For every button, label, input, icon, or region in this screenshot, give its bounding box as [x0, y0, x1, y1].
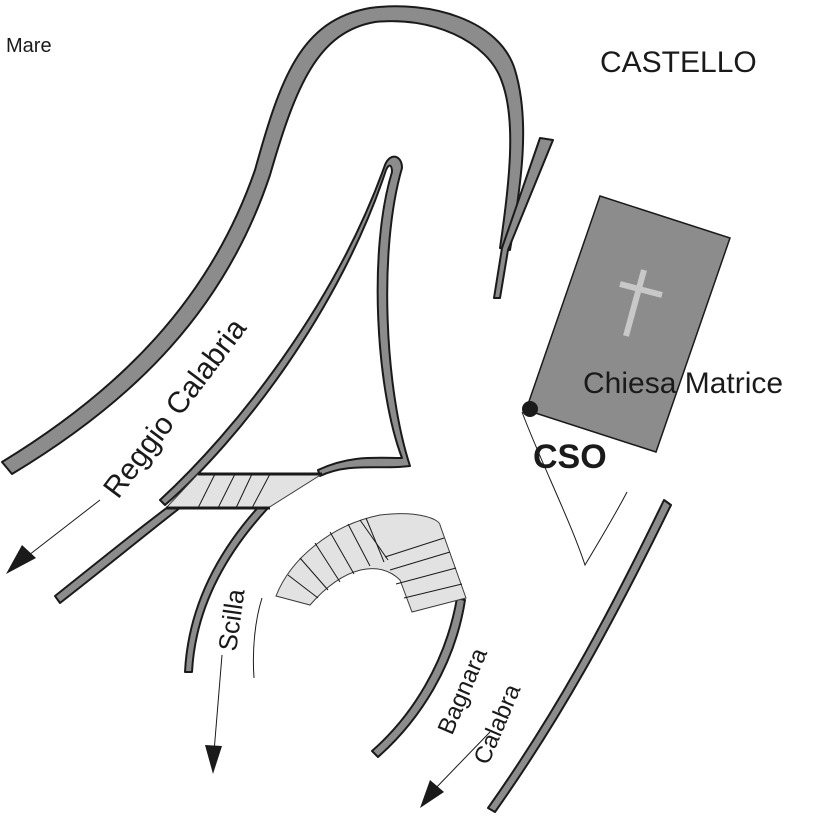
road-bagnara-outer: [487, 499, 672, 813]
staircase-west: [164, 472, 324, 510]
street-cso: [521, 411, 628, 567]
label-calabra: Calabra: [469, 680, 527, 769]
arrow-scilla: [205, 654, 223, 774]
label-mare: Mare: [6, 35, 52, 57]
label-cso: CSO: [533, 438, 607, 476]
staircase-curved: [275, 513, 467, 613]
chiesa-matrice-building: [525, 195, 731, 453]
road-reggio-calabria-outer: [1, 5, 525, 475]
street-scilla-side: [252, 597, 263, 679]
label-chiesa-matrice: Chiesa Matrice: [583, 367, 783, 400]
arrow-reggio-calabria: [6, 499, 101, 574]
location-dot-icon: [522, 401, 538, 417]
road-spur-castello: [493, 137, 554, 299]
cross-icon: [619, 269, 663, 337]
road-reggio-calabria-inner: [54, 497, 186, 604]
road-central-island: [159, 155, 411, 506]
road-scilla: [184, 502, 269, 673]
label-castello: CASTELLO: [600, 46, 757, 79]
road-bagnara-inner: [371, 597, 466, 758]
label-scilla: Scilla: [212, 587, 250, 653]
arrow-bagnara-calabra: [420, 731, 491, 808]
